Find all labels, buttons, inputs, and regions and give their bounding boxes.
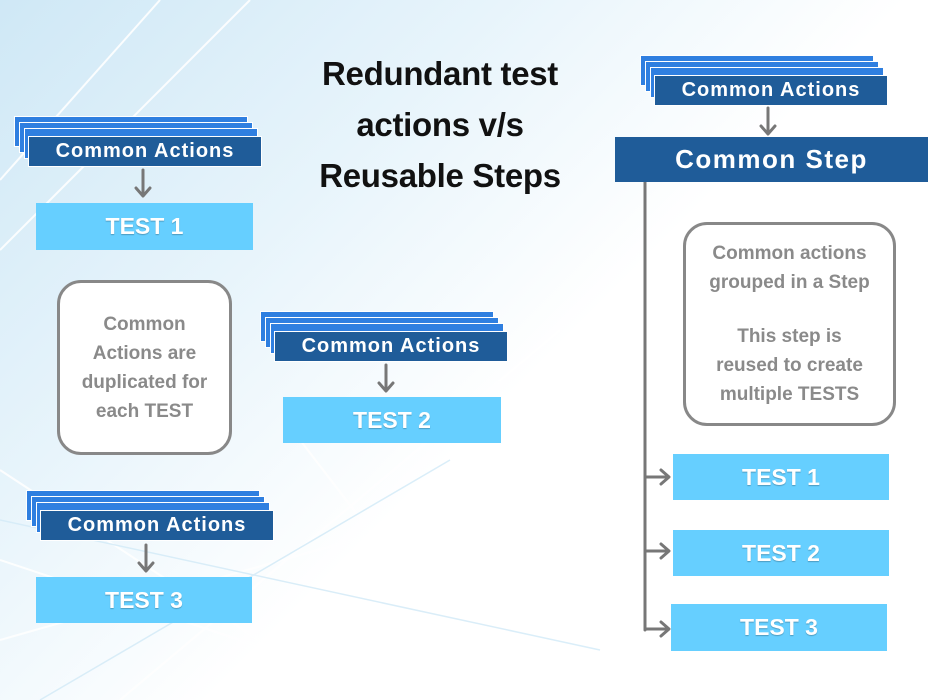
left-test-1: TEST 1 <box>36 203 253 250</box>
left-note-line-4: each TEST <box>95 400 194 422</box>
common-actions-stack-1: Common Actions <box>14 116 264 168</box>
right-test-1: TEST 1 <box>673 454 889 500</box>
right-test-3: TEST 3 <box>671 604 887 651</box>
right-reuse-note: Common actions grouped in a Step This st… <box>683 222 896 426</box>
left-note-line-3: duplicated for <box>81 371 208 393</box>
common-actions-label: Common Actions <box>28 136 262 167</box>
left-duplication-note: Common Actions are duplicated for each T… <box>57 280 232 455</box>
left-test-3: TEST 3 <box>36 577 252 623</box>
left-test-2: TEST 2 <box>283 397 501 443</box>
common-actions-label: Common Actions <box>654 75 888 106</box>
right-test-2: TEST 2 <box>673 530 889 576</box>
right-note-line-5: multiple TESTS <box>719 384 860 405</box>
left-note-line-1: Common <box>103 313 186 335</box>
note-spacer <box>709 297 869 322</box>
title-line-1: Redundant test <box>322 55 558 92</box>
right-common-actions-stack: Common Actions <box>640 55 890 107</box>
right-note-line-4: reused to create <box>716 355 863 376</box>
right-note-line-2: grouped in a Step <box>709 272 870 293</box>
title-line-2: actions v/s <box>356 106 524 143</box>
common-actions-label: Common Actions <box>274 331 508 362</box>
right-note-line-1: Common actions <box>712 243 867 264</box>
common-actions-stack-2: Common Actions <box>260 311 510 363</box>
common-actions-stack-3: Common Actions <box>26 490 276 542</box>
right-note-line-3: This step is <box>737 326 842 347</box>
page-title: Redundant test actions v/s Reusable Step… <box>290 48 590 201</box>
title-line-3: Reusable Steps <box>319 157 561 194</box>
common-actions-label: Common Actions <box>40 510 274 541</box>
left-note-line-2: Actions are <box>92 342 197 364</box>
common-step-box: Common Step <box>615 137 928 182</box>
